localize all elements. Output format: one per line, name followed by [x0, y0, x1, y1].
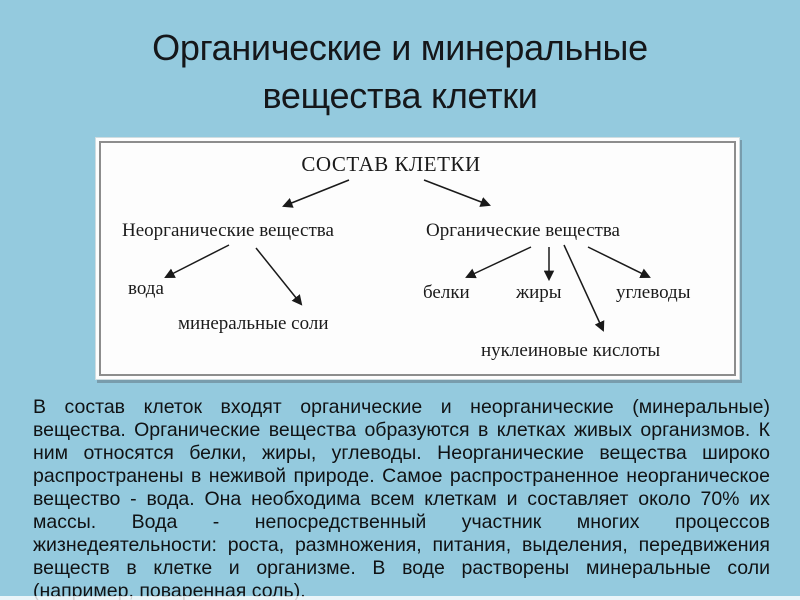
diagram-node-mineral-salts: минеральные соли	[178, 313, 329, 334]
diagram-frame	[99, 141, 736, 376]
bottom-strip	[0, 596, 800, 600]
body-text: В состав клеток входят органические и не…	[33, 396, 770, 600]
diagram-node-fats: жиры	[516, 282, 562, 303]
diagram-arrows	[164, 179, 651, 332]
slide-title: Органические и минеральные вещества клет…	[0, 24, 800, 120]
slide-title-line1: Органические и минеральные	[152, 27, 648, 68]
diagram-node-carbohydrates: углеводы	[616, 282, 691, 303]
diagram-node-root: СОСТАВ КЛЕТКИ	[301, 152, 481, 176]
slide-title-line2: вещества клетки	[262, 75, 538, 116]
diagram-node-inorganic: Неорганические вещества	[122, 220, 334, 241]
diagram-node-water: вода	[128, 278, 164, 299]
cell-composition-diagram: СОСТАВ КЛЕТКИ Неорганические вещества Ор…	[95, 137, 740, 380]
diagram-node-organic: Органические вещества	[426, 220, 620, 241]
diagram-node-proteins: белки	[423, 282, 470, 303]
diagram-node-nucleic-acids: нуклеиновые кислоты	[481, 340, 661, 361]
